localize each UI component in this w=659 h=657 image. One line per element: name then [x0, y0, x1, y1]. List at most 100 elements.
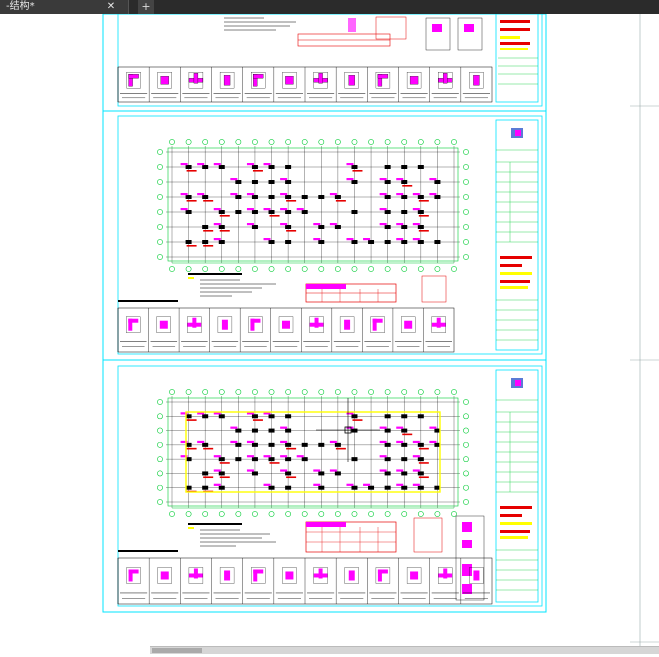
- detail-box: [157, 567, 172, 584]
- axis-bubble: [451, 139, 457, 145]
- column-section: [434, 240, 441, 244]
- axis-bubble: [417, 511, 424, 517]
- axis-bubble: [285, 266, 292, 272]
- column-section: [185, 210, 192, 214]
- column-label: [379, 426, 387, 429]
- detail-box: [282, 567, 297, 584]
- scrollbar-thumb[interactable]: [152, 648, 202, 653]
- axis-bubble: [285, 139, 292, 145]
- detail-box: [157, 72, 172, 89]
- horizontal-scrollbar[interactable]: [150, 646, 659, 654]
- column-detail: [159, 320, 168, 329]
- detail-box: [126, 567, 141, 584]
- column-section: [268, 165, 275, 169]
- column-section: [351, 457, 358, 462]
- column-label: [180, 455, 188, 458]
- column-section: [351, 240, 358, 244]
- column-label: [346, 178, 354, 181]
- detail-box: [401, 316, 416, 333]
- column-label: [213, 238, 221, 241]
- column-section: [384, 457, 391, 462]
- column-section: [268, 210, 275, 214]
- document-tab[interactable]: -结构* ✕: [0, 0, 129, 14]
- column-label: [280, 178, 288, 181]
- column-label: [363, 483, 371, 486]
- column-label: [429, 426, 437, 429]
- column-label: [412, 483, 420, 486]
- column-detail: [344, 319, 351, 330]
- column-detail-strip: [117, 308, 452, 352]
- document-tab-bar: -结构* ✕ +: [0, 0, 659, 14]
- column-section: [218, 457, 225, 462]
- wall-mark: [352, 170, 363, 172]
- column-section: [351, 210, 358, 214]
- column-section: [235, 457, 242, 462]
- column-section: [417, 471, 424, 476]
- title-bar: [500, 286, 528, 289]
- wall-mark: [219, 476, 230, 479]
- column-section: [285, 471, 292, 476]
- axis-bubble: [268, 139, 275, 145]
- new-tab-button[interactable]: +: [138, 0, 154, 14]
- column-label: [412, 238, 420, 241]
- axis-bubble: [334, 511, 341, 517]
- detail-box: [126, 72, 141, 89]
- axis-bubble: [434, 389, 441, 395]
- column-label: [213, 455, 221, 458]
- axis-bubble: [401, 511, 408, 517]
- column-label: [180, 412, 188, 415]
- wall-mark: [203, 476, 214, 479]
- column-section: [185, 457, 192, 462]
- axis-bubble: [463, 224, 469, 230]
- column-label: [412, 455, 420, 458]
- column-section: [384, 225, 391, 229]
- axis-bubble: [463, 470, 469, 477]
- sheet-1: [117, 13, 543, 107]
- cad-drawing: [102, 13, 659, 653]
- column-section: [285, 428, 292, 433]
- axis-bubble: [351, 139, 358, 145]
- column-detail: [253, 74, 264, 79]
- column-section: [434, 195, 441, 199]
- detail-box: [406, 567, 422, 584]
- column-label: [197, 193, 205, 196]
- column-section: [251, 414, 258, 419]
- wall-mark: [418, 447, 429, 450]
- column-section: [384, 471, 391, 476]
- axis-bubble: [434, 139, 441, 145]
- axis-bubble: [202, 511, 209, 517]
- detail-box: [375, 72, 391, 89]
- column-label: [197, 163, 205, 166]
- column-section: [268, 457, 275, 462]
- wall-mark: [186, 170, 197, 172]
- axis-bubble: [318, 139, 325, 145]
- column-label: [396, 426, 404, 429]
- drawing-canvas[interactable]: [0, 13, 659, 653]
- column-label: [396, 193, 404, 196]
- column-label: [412, 208, 420, 211]
- column-detail: [193, 568, 198, 579]
- axis-bubble: [463, 254, 469, 260]
- column-label: [280, 193, 288, 196]
- column-section: [401, 442, 408, 447]
- column-label: [313, 469, 321, 472]
- detail-box: [156, 316, 171, 333]
- column-label: [379, 440, 387, 444]
- axis-bubble: [252, 511, 258, 517]
- wall-mark: [352, 419, 363, 421]
- column-section: [351, 180, 358, 184]
- close-icon[interactable]: ✕: [106, 1, 116, 12]
- detail-box: [375, 567, 391, 584]
- wall-mark: [335, 200, 346, 202]
- column-section: [235, 195, 242, 199]
- wall-mark: [269, 215, 280, 217]
- column-label: [379, 193, 387, 196]
- column-detail: [443, 568, 448, 579]
- detail-box: [469, 567, 484, 584]
- axis-bubble: [235, 389, 242, 395]
- column-section: [285, 165, 292, 169]
- column-section: [417, 165, 424, 169]
- column-label: [213, 208, 221, 211]
- column-section: [285, 180, 292, 184]
- column-detail-strip: [117, 558, 490, 604]
